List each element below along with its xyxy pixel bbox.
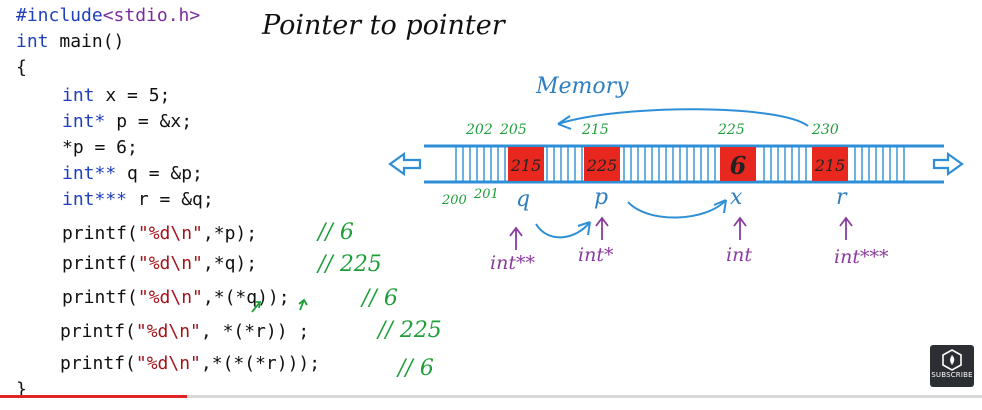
main-return-type: int [16, 31, 49, 52]
type-arrow-p [595, 216, 609, 240]
printf-args: ,*(*(*r))); [200, 353, 321, 374]
memory-cell-p-value: 225 [586, 156, 618, 175]
printf-call: printf( [60, 353, 136, 374]
var-name-r: r [836, 185, 848, 210]
code-line-printf-3: printf("%d\n",*(*q)); [62, 286, 290, 310]
code-line-include: #include<stdio.h> [16, 4, 200, 28]
type-keyword: int* [62, 111, 106, 132]
code-line-decl-r: int*** r = &q; [62, 188, 214, 212]
format-string: "%d\n" [135, 321, 201, 342]
decl-text: x = 5; [94, 85, 171, 106]
code-line-printf-1: printf("%d\n",*p); [62, 222, 257, 246]
code-line-decl-x: int x = 5; [62, 84, 170, 108]
format-string: "%d\n" [137, 287, 203, 308]
code-line-printf-2: printf("%d\n",*q); [62, 252, 257, 276]
type-label-q: int** [490, 252, 535, 274]
code-line-decl-p: int* p = &x; [62, 110, 192, 134]
address-215: 215 [581, 122, 609, 138]
address-201: 201 [473, 187, 499, 202]
video-progress-fill [0, 395, 187, 398]
decl-text: r = &q; [127, 189, 214, 210]
deref-marker-1 [251, 301, 262, 313]
address-202: 202 [465, 122, 493, 138]
code-brace-close: } [16, 379, 27, 400]
code-line-assign: *p = 6; [62, 137, 138, 158]
code-line-printf-4: printf("%d\n", *(*r)) ; [60, 320, 309, 344]
format-string: "%d\n" [137, 253, 203, 274]
output-comment-1: // 6 [318, 220, 354, 245]
pointer-arrow-r-to-q-head [557, 115, 572, 130]
var-name-x: x [730, 185, 743, 210]
output-comment-2: // 225 [318, 252, 382, 277]
printf-args: ,*(*q)); [202, 287, 290, 308]
type-label-x: int [726, 244, 752, 266]
var-name-p: p [594, 185, 608, 210]
printf-call: printf( [62, 253, 138, 274]
pointer-arrow-r-to-q [557, 108, 809, 127]
memory-cell-p [584, 147, 620, 181]
pointer-arrow-p-to-x-head [713, 199, 727, 214]
memory-cell-r [812, 147, 848, 181]
type-arrow-r [839, 216, 853, 240]
decl-text: q = &p; [116, 163, 203, 184]
deref-marker-2 [298, 298, 308, 311]
address-225: 225 [717, 122, 745, 138]
address-205: 205 [499, 122, 527, 138]
memory-label: Memory [536, 74, 629, 99]
code-line-printf-5: printf("%d\n",*(*(*r))); [60, 352, 320, 376]
pointer-arrow-q-to-p-head [577, 221, 591, 236]
include-keyword: #include [16, 5, 103, 26]
address-200: 200 [441, 193, 467, 208]
printf-args: ,*q); [202, 253, 258, 274]
memory-cell-q-value: 215 [510, 156, 542, 175]
arrow-left-icon [388, 151, 422, 177]
printf-call: printf( [60, 321, 136, 342]
type-keyword: int [62, 85, 95, 106]
output-comment-4: // 225 [378, 318, 442, 343]
pointer-arrow-p-to-x [627, 199, 727, 219]
subscribe-button[interactable]: SUBSCRIBE [930, 345, 974, 387]
subscribe-label: SUBSCRIBE [931, 371, 973, 379]
output-comment-3: // 6 [362, 286, 398, 311]
arrow-right-icon [932, 151, 964, 177]
pointer-arrow-q-to-p [535, 221, 591, 239]
channel-logo-icon [942, 349, 962, 371]
type-arrow-q [509, 226, 523, 250]
decl-text: p = &x; [105, 111, 193, 132]
printf-args: , *(*r)) ; [200, 321, 310, 342]
slide-title: Pointer to pointer [262, 10, 505, 41]
memory-cell-x [720, 147, 756, 181]
code-brace-open: { [16, 57, 27, 78]
printf-args: ,*p); [202, 223, 258, 244]
printf-call: printf( [62, 223, 138, 244]
main-signature: main() [48, 31, 125, 52]
var-name-q: q [516, 187, 530, 212]
type-keyword: int** [62, 163, 117, 184]
memory-cell-x-value: 6 [730, 151, 747, 180]
format-string: "%d\n" [135, 353, 201, 374]
type-label-p: int* [578, 244, 614, 266]
format-string: "%d\n" [137, 223, 203, 244]
code-line-main: int main() [16, 30, 124, 54]
memory-cell-r-value: 215 [814, 156, 846, 175]
code-line-decl-q: int** q = &p; [62, 162, 203, 186]
include-header: <stdio.h> [102, 5, 201, 26]
video-progress-bar[interactable] [0, 395, 982, 398]
type-label-r: int*** [834, 246, 889, 268]
type-arrow-x [733, 216, 747, 240]
printf-call: printf( [62, 287, 138, 308]
output-comment-5: // 6 [398, 356, 434, 381]
type-keyword: int*** [62, 189, 128, 210]
address-230: 230 [811, 122, 839, 138]
memory-byte-ticks [455, 147, 905, 181]
memory-cell-q [508, 147, 544, 181]
